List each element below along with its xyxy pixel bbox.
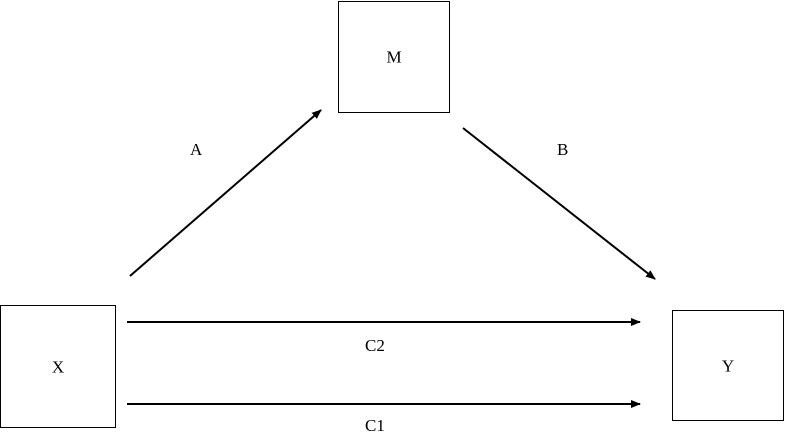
edge-c1-label: C1 (365, 416, 385, 435)
edge-b-arrow (462, 127, 656, 280)
node-y-box: Y (672, 310, 784, 421)
node-x-label: X (51, 357, 65, 376)
node-y-label: Y (721, 356, 735, 375)
edge-b-label: B (557, 140, 569, 159)
edge-c2-label: C2 (365, 336, 385, 355)
edge-a-label: A (190, 140, 203, 159)
node-x-box: X (0, 305, 116, 428)
edge-a-arrow (129, 109, 322, 277)
node-m-box: M (338, 1, 450, 113)
node-m-label: M (386, 47, 402, 67)
